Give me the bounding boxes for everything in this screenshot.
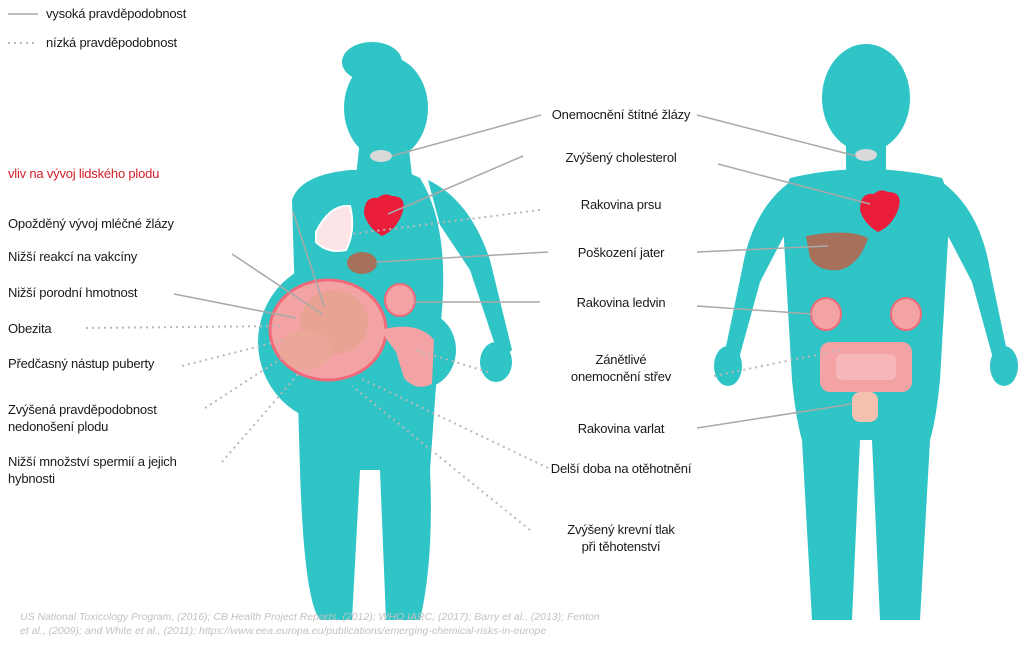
label-early-puberty: Předčasný nástup puberty: [8, 356, 154, 372]
label-breast-cancer: Rakovina prsu: [540, 197, 702, 213]
label-low-sperm-line1: Nižší množství spermií a jejich: [8, 454, 177, 470]
label-low-sperm-line2: hybnosti: [8, 471, 55, 487]
legend-low-label: nízká pravděpodobnost: [46, 35, 177, 51]
label-liver-damage: Poškození jater: [540, 245, 702, 261]
label-bowel-disease-line1: Zánětlivé: [540, 352, 702, 368]
label-pregnancy-hypertension-line1: Zvýšený krevní tlak: [540, 522, 702, 538]
section-title: vliv na vývoj lidského plodu: [8, 166, 159, 182]
label-lower-birth-weight: Nižší porodní hmotnost: [8, 285, 137, 301]
source-line-2: et al., (2009); and White et al., (2011)…: [20, 624, 980, 638]
source-line-1: US National Toxicology Program, (2016); …: [20, 610, 980, 624]
label-longer-time-to-pregnancy: Delší doba na otěhotnění: [540, 461, 702, 477]
label-bowel-disease-line2: onemocnění střev: [540, 369, 702, 385]
woman-kidney: [385, 284, 415, 316]
label-kidney-cancer: Rakovina ledvin: [540, 295, 702, 311]
label-lower-vaccine-response: Nižší reakcí na vakcíny: [8, 249, 137, 265]
label-pregnancy-hypertension-line2: při těhotenství: [540, 539, 702, 555]
label-premature-birth-line1: Zvýšená pravděpodobnost: [8, 402, 157, 418]
woman-uterus: [270, 280, 386, 380]
woman-liver: [347, 252, 377, 274]
legend-high-label: vysoká pravděpodobnost: [46, 6, 186, 22]
label-premature-birth-line2: nedonošení plodu: [8, 419, 108, 435]
label-testicular-cancer: Rakovina varlat: [540, 421, 702, 437]
man-testes: [852, 392, 878, 422]
label-delayed-mammary-development: Opožděný vývoj mléčné žlázy: [8, 216, 174, 232]
woman-thyroid: [370, 150, 392, 162]
label-high-cholesterol: Zvýšený cholesterol: [540, 150, 702, 166]
label-thyroid-disease: Onemocnění štítné žlázy: [540, 107, 702, 123]
label-obesity: Obezita: [8, 321, 51, 337]
source-citation: US National Toxicology Program, (2016); …: [20, 610, 980, 638]
man-intestine: [820, 342, 912, 392]
man-thyroid: [855, 149, 877, 161]
